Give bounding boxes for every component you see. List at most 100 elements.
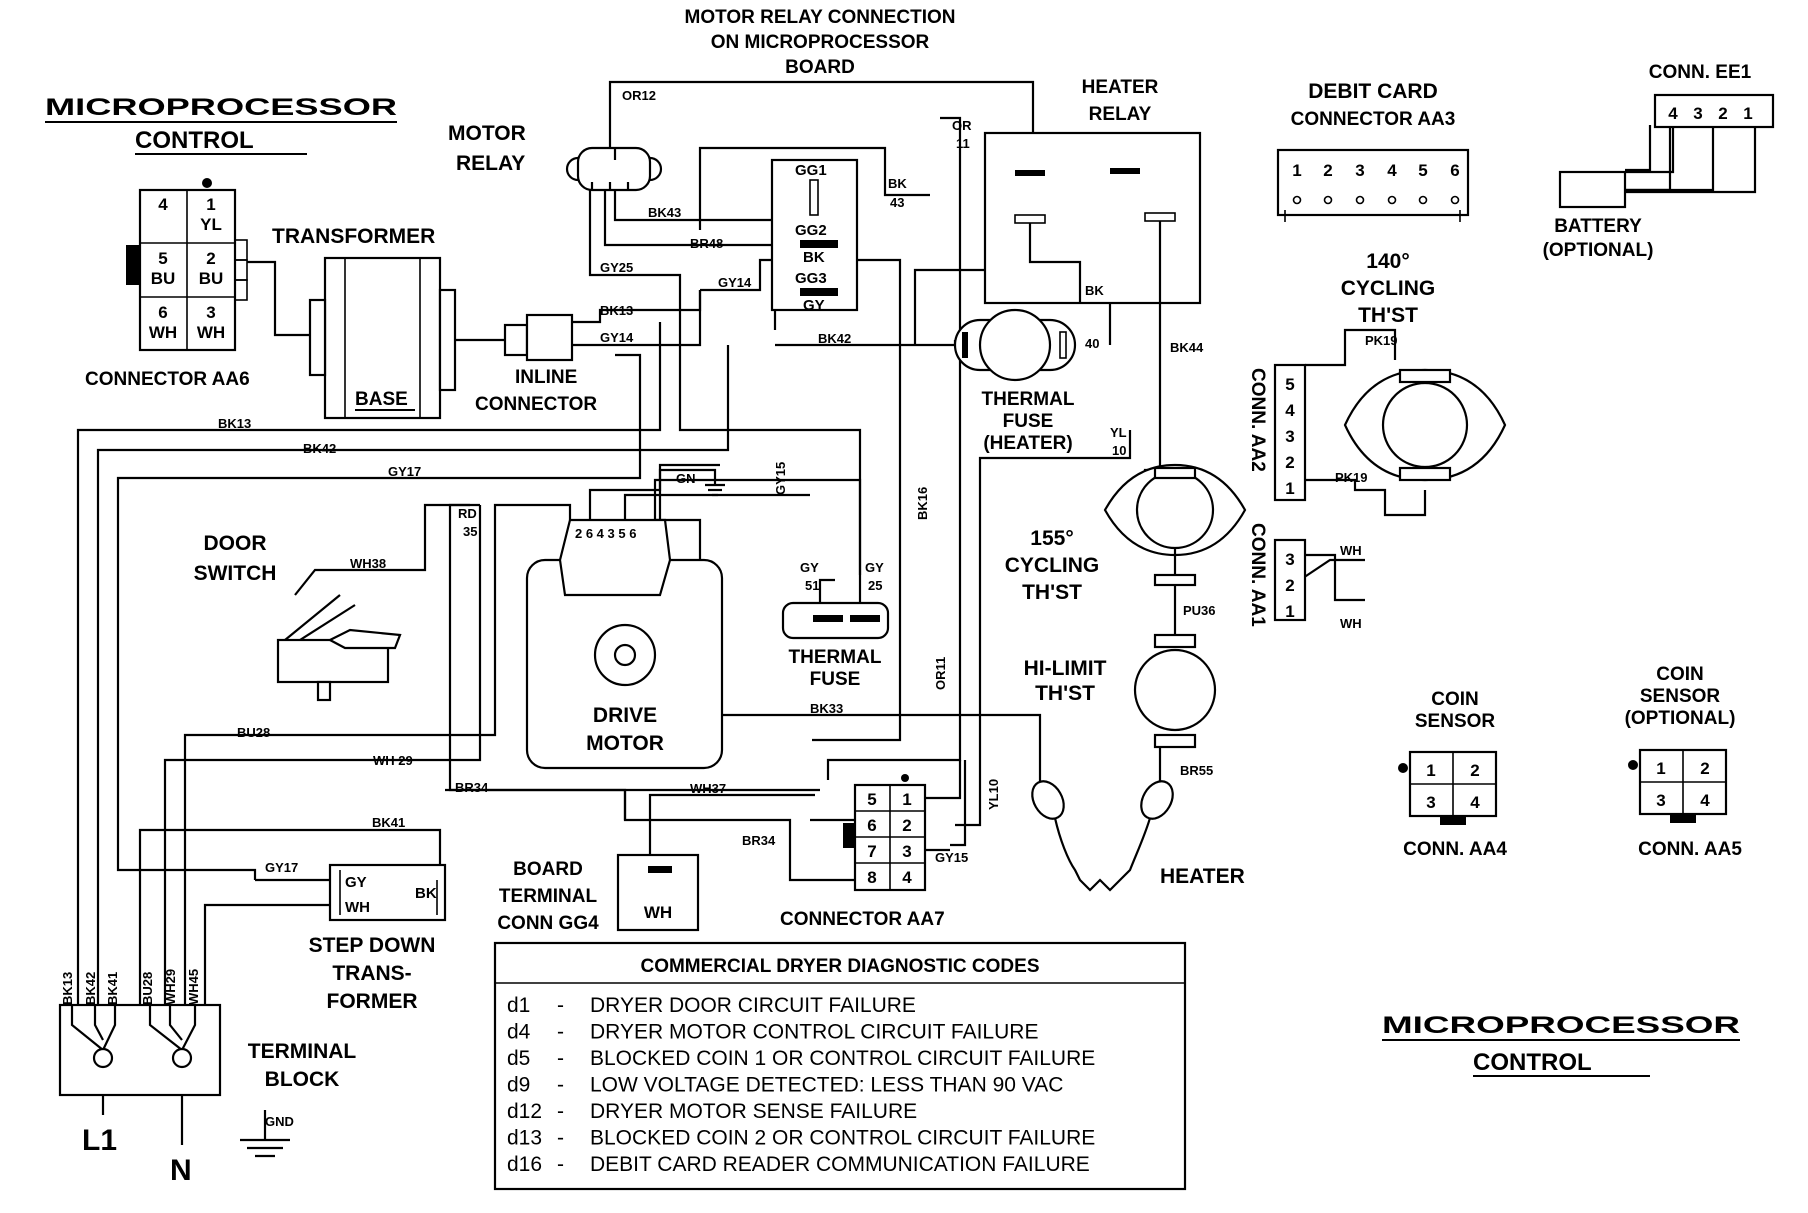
svg-text:BU: BU [199,269,224,288]
svg-text:GG1: GG1 [795,162,827,179]
connector-aa2: 5 4 3 2 1 CONN. AA2 [1247,363,1307,502]
thermal-fuse: THERMAL FUSE [781,601,890,690]
step-down-transformer: GY WH BK STEP DOWN TRANS- FORMER [309,863,447,1013]
diagnostic-description: DRYER MOTOR SENSE FAILURE [590,1100,917,1123]
svg-text:2: 2 [1285,576,1294,595]
diagnostic-separator: - [557,994,564,1017]
svg-text:THERMAL: THERMAL [789,647,882,668]
svg-text:BK: BK [803,249,825,266]
diagnostic-separator: - [557,1153,564,1176]
svg-text:BK13: BK13 [218,416,251,431]
svg-text:TERMINAL: TERMINAL [499,886,598,907]
svg-text:WH38: WH38 [350,556,386,571]
connector-ee1: CONN. EE1 4 3 2 1 [1625,62,1775,194]
svg-text:BASE: BASE [355,389,408,410]
svg-text:GY15: GY15 [935,850,968,865]
svg-text:5: 5 [158,249,167,268]
connector-aa1: 3 2 1 CONN. AA1 [1247,523,1307,627]
svg-text:BATTERY: BATTERY [1554,216,1642,237]
diagnostic-code: d12 [507,1100,542,1123]
svg-text:(HEATER): (HEATER) [983,433,1072,454]
svg-text:YL10: YL10 [986,779,1001,810]
svg-text:40: 40 [1085,336,1099,351]
svg-text:BK41: BK41 [105,972,120,1005]
svg-text:3: 3 [206,303,215,322]
svg-text:TRANSFORMER: TRANSFORMER [272,225,435,248]
svg-text:CYCLING: CYCLING [1341,277,1436,300]
svg-text:BLOCK: BLOCK [265,1068,340,1091]
svg-text:4: 4 [1387,161,1397,180]
svg-text:CONN GG4: CONN GG4 [497,913,599,934]
svg-text:TH'ST: TH'ST [1035,682,1095,705]
svg-text:SENSOR: SENSOR [1640,686,1721,707]
svg-text:CONN. AA5: CONN. AA5 [1638,839,1742,860]
svg-text:BR48: BR48 [690,236,723,251]
svg-text:BOARD: BOARD [513,859,583,880]
svg-text:N: N [170,1154,192,1187]
title-bottom-right: MICROPROCESSOR CONTROL [1382,1012,1740,1077]
diagnostic-description: BLOCKED COIN 1 OR CONTROL CIRCUIT FAILUR… [590,1047,1095,1070]
svg-text:6: 6 [1450,161,1459,180]
svg-text:GN: GN [676,471,696,486]
terminal-block: TERMINAL BLOCK L1 N [58,1003,356,1187]
diagnostic-codes-title: COMMERCIAL DRYER DIAGNOSTIC CODES [640,956,1039,977]
svg-text:5: 5 [867,790,876,809]
svg-text:COIN: COIN [1431,689,1479,710]
svg-text:6: 6 [867,816,876,835]
debit-card-connector-aa3: DEBIT CARD CONNECTOR AA3 1 2 3 4 5 6 [1276,80,1470,222]
diagnostic-code: d4 [507,1021,531,1044]
svg-text:SENSOR: SENSOR [1415,711,1496,732]
svg-text:FUSE: FUSE [810,669,861,690]
diagnostic-description: BLOCKED COIN 2 OR CONTROL CIRCUIT FAILUR… [590,1127,1095,1150]
svg-text:51: 51 [805,578,819,593]
svg-text:2: 2 [1718,104,1727,123]
svg-text:BK: BK [888,176,907,191]
svg-text:4: 4 [902,868,912,887]
svg-text:BK13: BK13 [60,972,75,1005]
svg-text:WH: WH [197,323,225,342]
svg-text:PU36: PU36 [1183,603,1216,618]
svg-text:GG3: GG3 [795,270,827,287]
svg-text:MICROPROCESSOR: MICROPROCESSOR [45,94,397,121]
svg-text:43: 43 [890,195,904,210]
coin-sensor-aa5: COIN SENSOR (OPTIONAL) 1 2 3 4 CONN. AA5 [1625,664,1743,860]
svg-text:TH'ST: TH'ST [1022,581,1082,604]
svg-text:(OPTIONAL): (OPTIONAL) [1543,240,1654,261]
svg-text:140°: 140° [1366,250,1409,273]
svg-text:GND: GND [265,1114,294,1129]
svg-text:HEATER: HEATER [1160,865,1245,888]
svg-text:4: 4 [1700,791,1710,810]
svg-text:L1: L1 [82,1124,117,1157]
svg-text:BR34: BR34 [742,833,776,848]
cycling-thermostat-140: 140° CYCLING TH'ST [1341,250,1507,482]
svg-text:MOTOR RELAY CONNECTION: MOTOR RELAY CONNECTION [685,7,956,28]
svg-text:CONNECTOR AA3: CONNECTOR AA3 [1291,109,1456,130]
transformer: TRANSFORMER BASE [272,225,457,420]
relay-board-gg: GG1 GG2 BK GG3 GY [770,158,859,314]
gn-ground: GN [658,468,725,520]
svg-text:2: 2 [1323,161,1332,180]
svg-text:WH: WH [345,899,370,916]
svg-text:BK: BK [415,885,437,902]
svg-text:WH29: WH29 [163,969,178,1005]
diagnostic-description: DRYER DOOR CIRCUIT FAILURE [590,994,916,1017]
svg-text:INLINE: INLINE [515,367,577,388]
svg-text:THERMAL: THERMAL [982,389,1075,410]
svg-text:DRIVE: DRIVE [593,704,657,727]
diagnostic-description: DEBIT CARD READER COMMUNICATION FAILURE [590,1153,1090,1176]
svg-text:BR34: BR34 [455,780,489,795]
title-top-left: MICROPROCESSOR CONTROL [45,94,397,155]
ground-symbol: GND [240,1110,294,1158]
svg-text:BK33: BK33 [810,701,843,716]
svg-text:CONTROL: CONTROL [1473,1049,1592,1076]
svg-text:3: 3 [1693,104,1702,123]
svg-text:RELAY: RELAY [1089,104,1152,125]
svg-text:BK42: BK42 [83,972,98,1005]
motor-relay-connection-title: MOTOR RELAY CONNECTION ON MICROPROCESSOR… [685,7,956,78]
battery: BATTERY (OPTIONAL) [1543,170,1654,261]
heater-element: HEATER [1031,780,1245,892]
svg-text:35: 35 [463,524,477,539]
svg-text:6: 6 [158,303,167,322]
svg-text:1: 1 [206,195,215,214]
svg-text:7: 7 [867,842,876,861]
